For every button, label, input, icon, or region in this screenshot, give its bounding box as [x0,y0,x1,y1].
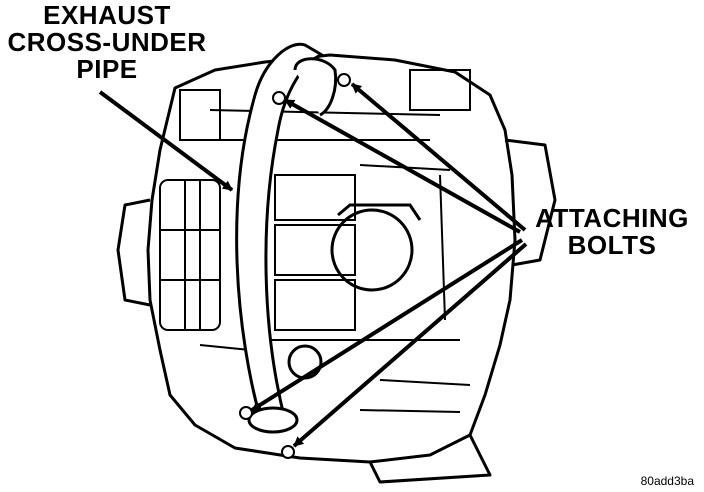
attaching-bolts-callout: ATTACHING BOLTS [528,205,696,259]
bolts-label-line-2: BOLTS [567,230,657,260]
arrow-to-lower-right-bolt [292,242,528,448]
exhaust-cross-under-pipe [235,42,338,434]
transaxle-housing [116,53,557,484]
bell-housing-opening [287,203,422,380]
arrow-to-upper-left-bolt [284,98,521,234]
exhaust-pipe-callout: EXHAUST CROSS-UNDER PIPE [2,2,212,83]
attaching-bolt-heads [239,73,351,459]
exhaust-label-line-2: CROSS-UNDER [7,27,207,57]
leader-arrows [98,82,528,448]
housing-ribs [159,69,471,413]
arrow-to-lower-left-bolt [250,238,524,412]
exhaust-label-line-3: PIPE [76,54,138,84]
bolts-label-line-1: ATTACHING [535,203,689,233]
arrow-to-upper-right-bolt [350,82,527,232]
arrow-to-pipe [98,90,234,192]
figure-id: 80add3ba [640,474,694,488]
exhaust-label-line-1: EXHAUST [43,0,171,30]
